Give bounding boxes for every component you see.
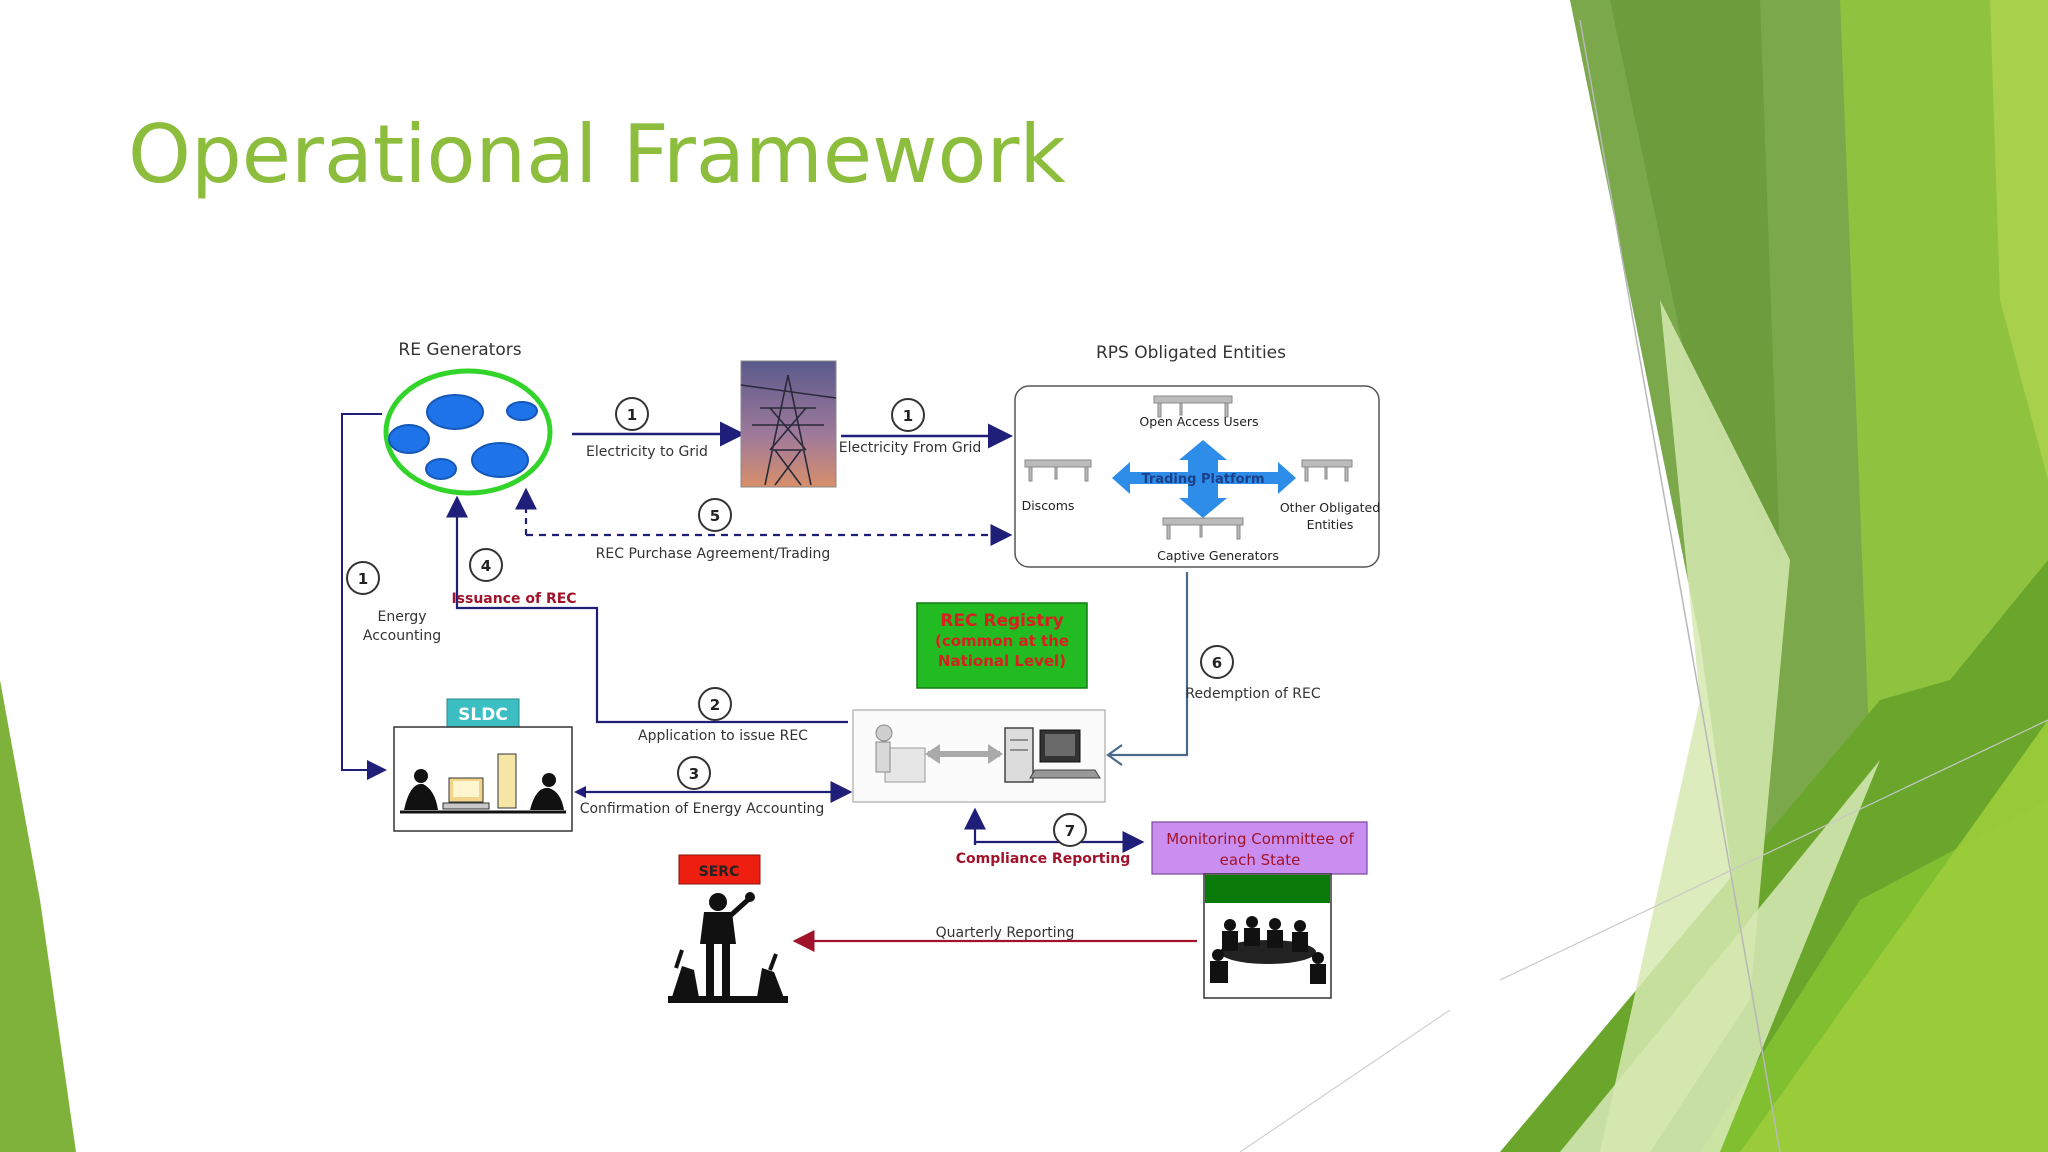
step-circle-3: [677, 756, 711, 790]
other-obligated-label-2: Entities: [1307, 517, 1354, 532]
workstation-icon: [852, 709, 1106, 803]
step-circle-4: [469, 548, 503, 582]
rec-registry-box: [916, 602, 1088, 689]
re-generators-label: RE Generators: [398, 340, 521, 360]
step-number: 1: [627, 406, 637, 424]
captive-generators-label: Captive Generators: [1157, 548, 1279, 563]
rec-purchase-label: REC Purchase Agreement/Trading: [596, 546, 831, 562]
rps-entities-label: RPS Obligated Entities: [1096, 343, 1286, 363]
step-number: 2: [710, 696, 720, 714]
step-circle-1c: [346, 561, 380, 595]
energy-accounting-arrow: [341, 413, 387, 780]
trading-platform-arrows: [1112, 440, 1296, 518]
quarterly-reporting-label: Quarterly Reporting: [936, 925, 1075, 941]
redemption-arrowhead: [1106, 744, 1123, 766]
monitoring-committee-label-2: each State: [1220, 851, 1301, 869]
step-number: 6: [1212, 654, 1222, 672]
redemption-of-rec-label: Redemption of REC: [1185, 686, 1321, 702]
application-to-issue-label: Application to issue REC: [638, 728, 808, 744]
energy-accounting-label-2: Accounting: [363, 628, 441, 644]
step-number: 1: [358, 570, 368, 588]
open-access-users-label: Open Access Users: [1139, 414, 1258, 429]
meeting-icon: [1203, 873, 1332, 999]
confirmation-arrow-start: [574, 786, 586, 798]
step-number: 7: [1065, 822, 1075, 840]
compliance-reporting-arrow: [973, 831, 1145, 853]
compliance-reporting-label: Compliance Reporting: [956, 851, 1130, 867]
issuance-of-rec-arrow: [446, 495, 848, 724]
step-circle-6: [1200, 645, 1234, 679]
entity-table-icons: [1024, 395, 1353, 540]
trading-platform-label: Trading Platform: [1142, 472, 1265, 487]
re-generators-cluster: [383, 368, 553, 496]
step-circle-7: [1053, 813, 1087, 847]
step-number: 5: [710, 507, 720, 525]
speaker-icon: [668, 892, 788, 1003]
energy-accounting-label-1: Energy: [377, 609, 426, 625]
other-obligated-label-1: Other Obligated: [1280, 500, 1380, 515]
rec-registry-label-1: REC Registry: [940, 611, 1063, 631]
people-computer-icon: [393, 726, 573, 832]
issuance-of-rec-label: Issuance of REC: [451, 591, 576, 607]
serc-label: SERC: [699, 864, 740, 880]
electricity-from-grid-label: Electricity From Grid: [839, 440, 982, 456]
serc-header: [678, 854, 761, 885]
transmission-tower-icon: [740, 360, 837, 488]
sldc-label: SLDC: [458, 705, 508, 725]
step-number: 4: [481, 557, 491, 575]
step-circle-1b: [891, 398, 925, 432]
redemption-of-rec-arrow: [1110, 572, 1189, 757]
confirmation-label: Confirmation of Energy Accounting: [580, 801, 825, 817]
discoms-label: Discoms: [1022, 498, 1075, 513]
step-circle-2: [698, 687, 732, 721]
rec-registry-label-2: (common at the: [935, 632, 1069, 650]
step-circle-1a: [615, 397, 649, 431]
sldc-header: [446, 698, 520, 728]
step-number: 3: [689, 765, 699, 783]
rec-registry-label-3: National Level): [938, 652, 1066, 670]
step-number: 1: [903, 407, 913, 425]
step-circle-5: [698, 498, 732, 532]
monitoring-committee-label-1: Monitoring Committee of: [1166, 830, 1354, 848]
slide-title: Operational Framework: [128, 108, 1066, 201]
electricity-to-grid-label: Electricity to Grid: [586, 444, 708, 460]
